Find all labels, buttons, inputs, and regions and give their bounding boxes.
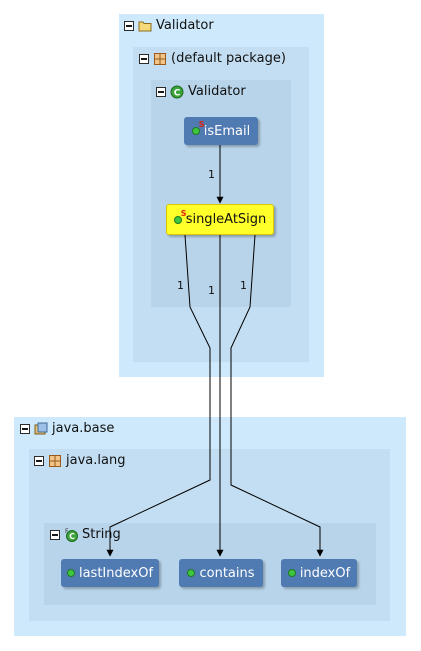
project-label: Validator [156,18,214,33]
method-node-isemail[interactable]: S isEmail [184,117,258,145]
class-label-validator: Validator [188,84,246,99]
method-node-indexof[interactable]: indexOf [281,559,357,587]
method-node-singleatsign[interactable]: S singleAtSign [166,204,274,235]
method-label: indexOf [299,565,351,581]
static-method-icon: S [173,209,186,224]
collapse-toggle-library[interactable] [20,423,30,434]
collapse-toggle-package-java-lang[interactable] [34,455,44,466]
static-method-icon: S [191,120,205,135]
package-label-default: (default package) [171,51,286,66]
package-icon [48,454,62,468]
svg-text:C: C [174,88,181,98]
svg-text:C: C [69,532,75,541]
class-icon: C [170,85,184,99]
method-icon [187,569,196,577]
method-icon [287,569,296,577]
edge-multiplicity: 1 [208,168,215,181]
svg-text:F: F [65,528,69,535]
edge-multiplicity: 1 [208,284,215,297]
method-label: isEmail [203,123,251,139]
folder-icon [138,19,152,33]
package-header-default: (default package) [139,51,286,66]
method-node-lastindexof[interactable]: lastIndexOf [61,559,159,587]
method-icon [66,569,75,577]
collapse-toggle-class-validator[interactable] [156,86,166,97]
edge-multiplicity: 1 [177,279,184,292]
edge-singleatsign-lastindexof [106,234,211,557]
collapse-toggle-class-string[interactable] [50,529,60,540]
collapse-toggle-project[interactable] [124,20,134,31]
edge-multiplicity: 1 [240,279,247,292]
method-node-contains[interactable]: contains [179,559,263,587]
method-label: contains [199,565,255,581]
method-label: singleAtSign [185,212,267,227]
library-label: java.base [52,421,115,436]
package-header-java-lang: java.lang [34,453,125,468]
library-icon [34,422,48,436]
edge-singleatsign-indexof [230,234,324,557]
project-header: Validator [124,18,214,33]
collapse-toggle-package-default[interactable] [139,53,149,64]
package-label-java-lang: java.lang [66,453,126,468]
package-icon [153,52,167,66]
method-label: lastIndexOf [78,565,154,581]
class-label-string: String [82,527,121,542]
library-header: java.base [20,421,114,436]
class-header-validator: C Validator [156,84,246,99]
